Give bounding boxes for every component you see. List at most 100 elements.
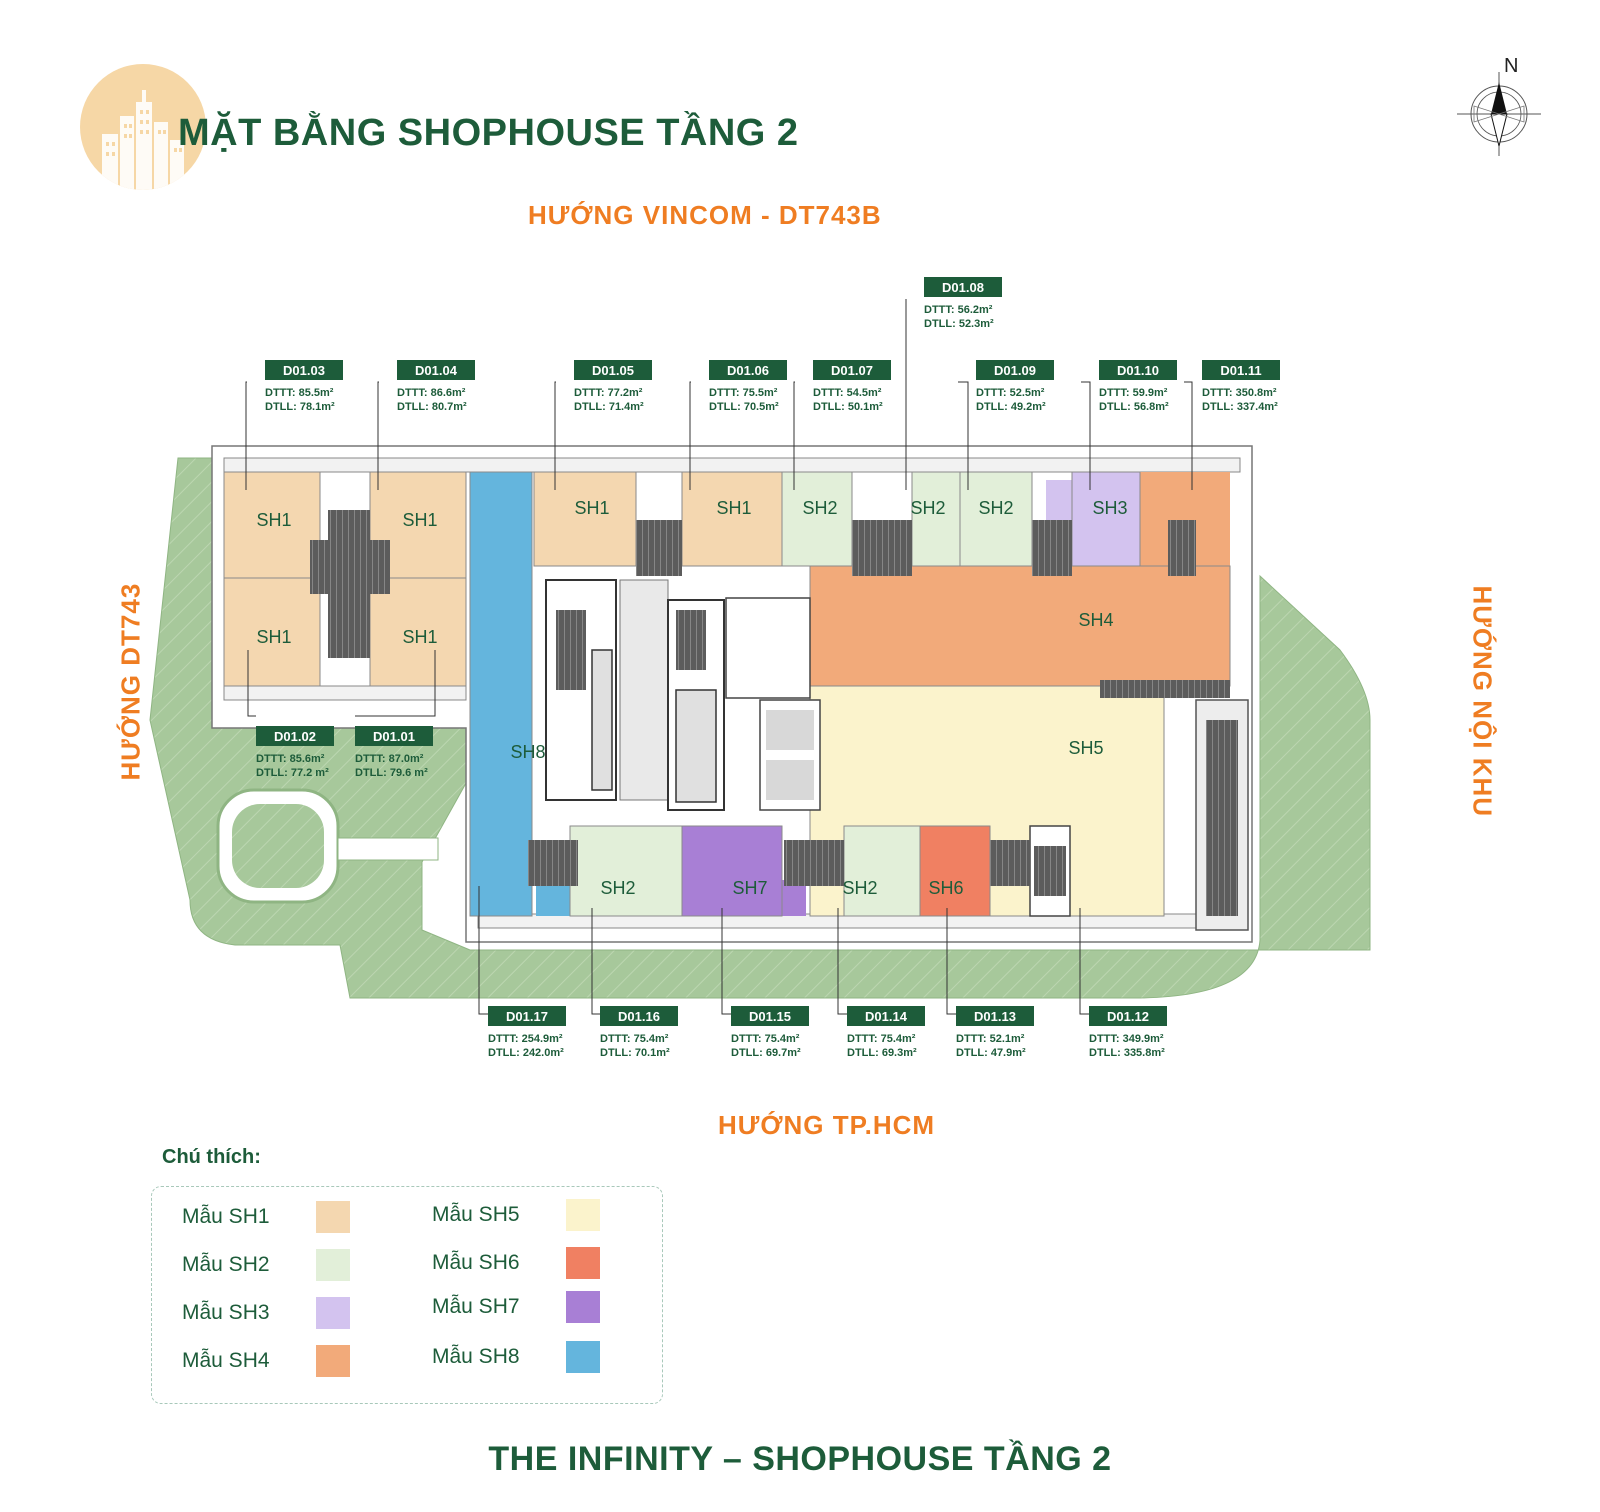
room-sh1	[223, 471, 321, 579]
unit-dttt: DTTT: 75.4m²	[600, 1033, 669, 1045]
unit-dttt: DTTT: 75.4m²	[847, 1033, 916, 1045]
unit-code: D01.06	[727, 363, 769, 378]
direction-bottom: HƯỚNG TP.HCM	[718, 1110, 936, 1140]
leader-line	[837, 908, 847, 1015]
legend-item: Mẫu SH4	[182, 1345, 350, 1377]
unit-code-badge	[976, 360, 1054, 380]
room-sh6	[919, 825, 991, 917]
legend-label: Mẫu SH2	[182, 1253, 270, 1276]
legend-label: Mẫu SH5	[432, 1203, 520, 1226]
unit-dtll: DTLL: 70.1m²	[600, 1047, 670, 1059]
legend-label: Mẫu SH6	[432, 1251, 520, 1274]
unit-code-badge	[1202, 360, 1280, 380]
unit-code: D01.13	[974, 1009, 1016, 1024]
unit-code: D01.01	[373, 729, 415, 744]
unit-code-badge	[956, 1006, 1034, 1026]
unit-dttt: DTTT: 59.9m²	[1099, 387, 1168, 399]
legend-item: Mẫu SH2	[182, 1249, 350, 1281]
legend-swatch	[316, 1201, 350, 1233]
room-sh2	[843, 825, 921, 917]
unit-dttt: DTTT: 56.2m²	[924, 304, 993, 316]
unit-dttt: DTTT: 349.9m²	[1089, 1033, 1164, 1045]
unit-dttt: DTTT: 52.5m²	[976, 387, 1045, 399]
unit-code: D01.08	[942, 280, 984, 295]
leader-line	[1081, 381, 1091, 490]
unit-dttt: DTTT: 75.4m²	[731, 1033, 800, 1045]
room-label: SH7	[732, 878, 767, 898]
leader-line	[689, 381, 691, 490]
room-label: SH3	[1092, 498, 1127, 518]
unit-code: D01.17	[506, 1009, 548, 1024]
leader-line	[1079, 908, 1089, 1015]
unit-dttt: DTTT: 77.2m²	[574, 387, 643, 399]
unit-code: D01.10	[1117, 363, 1159, 378]
room-sh4	[809, 565, 1231, 687]
room-label: SH5	[1068, 738, 1103, 758]
room-label: SH2	[802, 498, 837, 518]
unit-dtll: DTLL: 337.4m²	[1202, 401, 1278, 413]
room-sh1	[223, 577, 321, 687]
legend-swatch	[566, 1291, 600, 1323]
unit-dttt: DTTT: 350.8m²	[1202, 387, 1277, 399]
unit-code-badge	[709, 360, 787, 380]
room-sh7	[681, 825, 783, 917]
legend-label: Mẫu SH1	[182, 1205, 270, 1228]
legend-item: Mẫu SH6	[432, 1247, 600, 1279]
room-label: SH1	[574, 498, 609, 518]
unit-dtll: DTLL: 71.4m²	[574, 401, 644, 413]
legend-swatch	[566, 1247, 600, 1279]
room-sh8	[469, 471, 533, 917]
unit-code: D01.03	[283, 363, 325, 378]
footer-title: THE INFINITY – SHOPHOUSE TẦNG 2	[488, 1440, 1112, 1478]
room-label: SH2	[910, 498, 945, 518]
direction-top: HƯỚNG VINCOM - DT743B	[528, 200, 882, 230]
room-label: SH8	[510, 742, 545, 762]
room-label: SH1	[256, 627, 291, 647]
leader-line	[1184, 381, 1193, 490]
room-sh1	[533, 471, 637, 567]
legend-item: Mẫu SH8	[432, 1341, 600, 1373]
legend-swatch	[316, 1297, 350, 1329]
unit-dtll: DTLL: 242.0m²	[488, 1047, 564, 1059]
leader-line	[554, 381, 556, 490]
unit-dtll: DTLL: 47.9m²	[956, 1047, 1026, 1059]
unit-code-badge	[397, 360, 475, 380]
room-label: SH1	[716, 498, 751, 518]
unit-code-badge	[256, 726, 334, 746]
leader-line	[245, 381, 247, 490]
leader-line	[591, 908, 600, 1015]
unit-dtll: DTLL: 69.3m²	[847, 1047, 917, 1059]
unit-dttt: DTTT: 75.5m²	[709, 387, 778, 399]
room-label: SH1	[402, 627, 437, 647]
unit-code: D01.15	[749, 1009, 791, 1024]
unit-dttt: DTTT: 54.5m²	[813, 387, 882, 399]
unit-code: D01.02	[274, 729, 316, 744]
legend: Mẫu SH1 Mẫu SH2 Mẫu SH3 Mẫu SH4 Mẫu SH5 …	[151, 1186, 663, 1404]
unit-dtll: DTLL: 69.7m²	[731, 1047, 801, 1059]
room-sh1	[369, 577, 467, 687]
unit-code-badge	[488, 1006, 566, 1026]
room-label: SH2	[978, 498, 1013, 518]
room-label: SH1	[256, 510, 291, 530]
room-label: SH4	[1078, 610, 1113, 630]
unit-code-badge	[574, 360, 652, 380]
unit-dttt: DTTT: 52.1m²	[956, 1033, 1025, 1045]
legend-item: Mẫu SH7	[432, 1291, 600, 1323]
unit-dttt: DTTT: 86.6m²	[397, 387, 466, 399]
unit-code: D01.11	[1220, 363, 1261, 378]
unit-code: D01.16	[618, 1009, 660, 1024]
leader-line	[478, 886, 488, 1015]
room-sh2	[959, 471, 1033, 567]
